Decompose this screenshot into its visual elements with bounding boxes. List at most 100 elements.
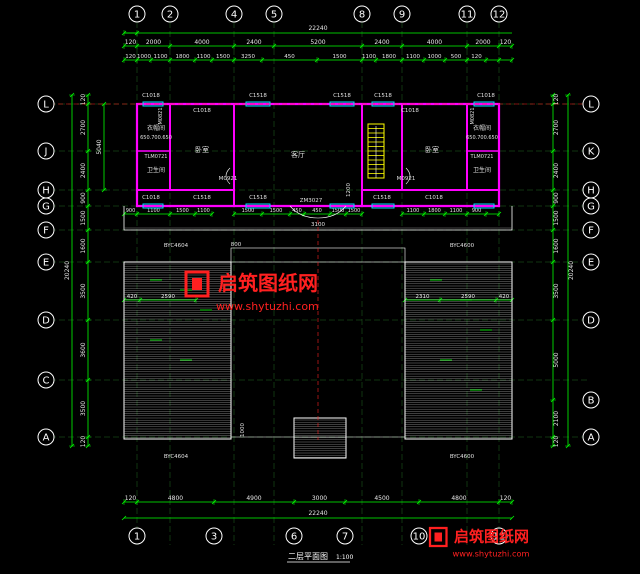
dim-top-row1-label: 5200	[310, 39, 325, 46]
dim-top-row2-label: 1000	[428, 54, 442, 60]
label-door: M0921	[219, 176, 238, 182]
label-hall: 客厅	[291, 150, 305, 159]
label-window: C1018	[193, 108, 211, 114]
left-axis-D-label: D	[42, 316, 50, 327]
dim-bottom-row-label: 120	[125, 495, 137, 502]
dim-top-total: 22240	[308, 25, 327, 32]
dim-left-label: 3500	[80, 401, 87, 416]
right-axis-K-circle	[582, 142, 600, 160]
label-bedroom: 卧室	[425, 145, 439, 154]
label-window: C1018	[477, 93, 495, 99]
dim-bottom-total-tick	[509, 515, 515, 521]
top-axis-1-label: 1	[134, 10, 140, 21]
left-axis-G-circle	[37, 197, 55, 215]
label-door: M0821	[158, 107, 164, 124]
right-axis-E-circle	[582, 253, 600, 271]
dim-top-row2-label: 1100	[154, 54, 168, 60]
dim-row-g-right-label: 900	[472, 208, 482, 214]
dim-top-row2-label: 1100	[406, 54, 420, 60]
dim-bottom-row-label: 3000	[312, 495, 327, 502]
dim-mid: 1200	[346, 183, 352, 197]
dim-left-total-label: 20240	[64, 261, 71, 280]
label-toilet: 卫生间	[473, 166, 491, 174]
dim-top-row2-label: 1800	[382, 54, 396, 60]
dim-top-row2-label: 120	[471, 54, 482, 60]
dim-right-total-label: 20240	[568, 261, 575, 280]
bottom-axis-12-label: 12	[493, 532, 506, 543]
bottom-axis-3-circle	[205, 527, 223, 545]
dim-top-row2-label: 500	[451, 54, 462, 60]
main-door-swing	[289, 205, 347, 219]
bottom-axis-10-label: 10	[413, 532, 426, 543]
dim-mid: 3100	[311, 222, 325, 228]
dim-row-g-left-label: 1500	[176, 208, 189, 214]
label-wardrobe: 衣帽间	[473, 124, 491, 132]
left-axis-D-circle	[37, 311, 55, 329]
left-axis-E-label: E	[43, 258, 49, 269]
dim-left-label: 3500	[80, 283, 87, 298]
label-window: C1518	[193, 195, 211, 201]
watermark-logo-core	[434, 532, 442, 542]
top-axis-9-circle	[393, 5, 411, 23]
dim-top-row2-label: 1100	[197, 54, 211, 60]
watermark-logo-frame	[184, 270, 210, 298]
label-wardrobe-dim: 650.700.650	[140, 135, 172, 141]
dim-top-row2-label: 1100	[362, 54, 376, 60]
label-byc: BYC4604	[164, 454, 189, 460]
dim-top-row1-label: 4000	[194, 39, 209, 46]
top-axis-12-circle	[490, 5, 508, 23]
right-axis-F-label: F	[588, 226, 594, 237]
bottom-axis-12-circle	[490, 527, 508, 545]
right-axis-D-circle	[582, 311, 600, 329]
right-axis-K-label: K	[588, 147, 595, 158]
top-axis-5-label: 5	[271, 10, 277, 21]
dim-top-row1-label: 120	[500, 39, 512, 46]
roof-layer	[50, 103, 590, 459]
dim-left-label: 120	[80, 94, 87, 106]
dim-left-label: 3600	[80, 342, 87, 357]
dim-bottom-row-label: 4500	[374, 495, 389, 502]
label-tlm: TLM0721	[144, 154, 168, 160]
dim-top-row2-label: 1800	[176, 54, 190, 60]
dim-row-g-left-label: 1100	[197, 208, 210, 214]
dim-right-label: 2400	[553, 163, 560, 178]
left-axis-L-label: L	[43, 100, 49, 111]
dim-bottom-row-label: 4900	[246, 495, 261, 502]
right-axis-G-circle	[582, 197, 600, 215]
dim-top-row2-label: 120	[125, 54, 136, 60]
dim-left-label: 1600	[80, 238, 87, 253]
right-axis-E-label: E	[588, 258, 594, 269]
door-right-swing	[405, 167, 411, 185]
bottom-axis-7-label: 7	[342, 532, 348, 543]
window-bottom	[245, 203, 271, 209]
bottom-axis-7-circle	[336, 527, 354, 545]
label-wardrobe-dim: 650.700.650	[466, 135, 498, 141]
dim-left-label: 1500	[80, 210, 87, 225]
window-bottom	[473, 203, 495, 209]
label-door-main: ZM3027	[300, 198, 323, 204]
dim-top-row1-label: 120	[125, 39, 137, 46]
dim-mid: 1000	[240, 423, 246, 437]
watermark-name: 启筑图纸网	[218, 271, 318, 295]
dim-bottom-row-label: 4800	[451, 495, 466, 502]
dim-row-g-mid-label: 450	[292, 208, 302, 214]
top-axis-2-circle	[161, 5, 179, 23]
label-door: M0921	[397, 176, 416, 182]
top-axis-1-circle	[128, 5, 146, 23]
dim-top-row1-label: 2000	[146, 39, 161, 46]
top-axis-8-label: 8	[359, 10, 365, 21]
top-axis-9-label: 9	[399, 10, 405, 21]
left-axis-E-circle	[37, 253, 55, 271]
left-axis-J-label: J	[44, 147, 48, 158]
bottom-axis-3-label: 3	[211, 532, 217, 543]
dim-row-g-left-label: 900	[126, 208, 136, 214]
right-axis-A-circle	[582, 428, 600, 446]
drawing-title: 二层平面图	[288, 552, 328, 561]
left-axis-A-label: A	[43, 433, 50, 444]
top-axis-4-circle	[225, 5, 243, 23]
dim-top-row1-label: 2400	[246, 39, 261, 46]
dim-bottom-total: 22240	[308, 510, 327, 517]
dim-row-g-right-label: 1800	[428, 208, 441, 214]
